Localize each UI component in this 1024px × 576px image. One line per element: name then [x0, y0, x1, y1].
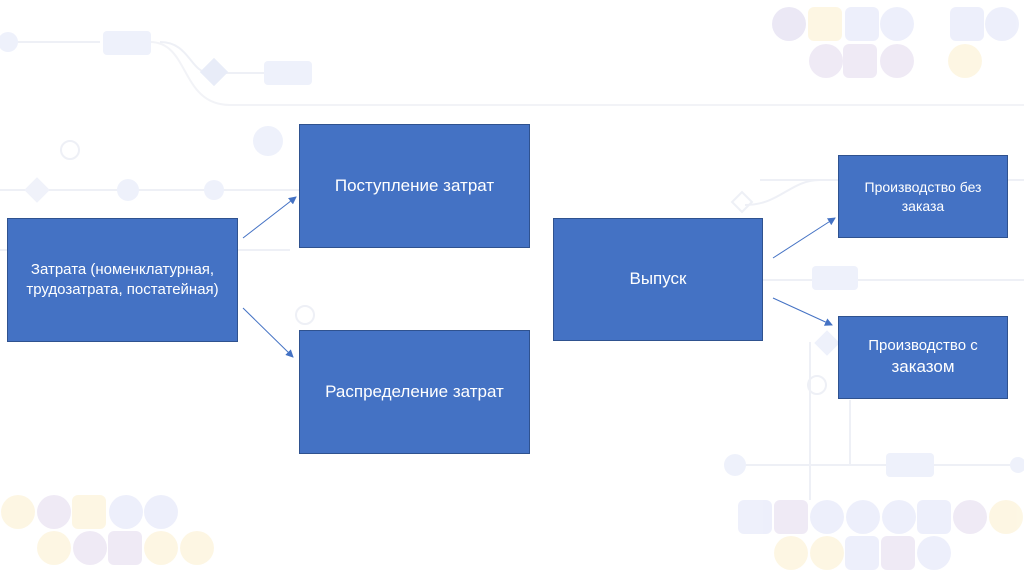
cost-distribution-label: Распределение затрат — [325, 381, 504, 401]
cost-node-line2: трудозатрата, постатейная) — [26, 281, 219, 298]
output-node: Выпуск — [553, 218, 763, 341]
cost-node-line1: Затрата (номенклатурная, — [30, 260, 215, 278]
production-with-order-line1: Производство с — [868, 336, 978, 354]
production-without-order-line2: заказа — [901, 197, 945, 214]
production-with-order-line2: заказом — [891, 357, 955, 377]
cost-node: Затрата (номенклатурная, трудозатрата, п… — [7, 218, 238, 342]
cost-inflow-label: Поступление затрат — [334, 175, 495, 195]
production-with-order-node: Производство с заказом — [838, 316, 1008, 399]
output-label: Выпуск — [629, 269, 687, 289]
cost-distribution-node: Распределение затрат — [299, 330, 530, 454]
production-without-order-line1: Производство без — [864, 178, 982, 195]
cost-inflow-node: Поступление затрат — [299, 124, 530, 248]
production-without-order-node: Производство без заказа — [838, 155, 1008, 238]
